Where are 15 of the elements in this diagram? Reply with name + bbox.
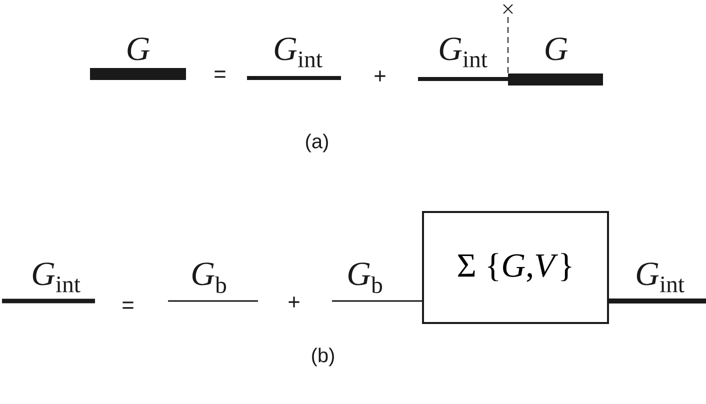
- formula-box: Σ {G,V}: [422, 211, 609, 324]
- line-label: G: [128, 38, 150, 60]
- line-label: G$_{b}$: [192, 262, 226, 294]
- line-label: G$_{b}$: [348, 262, 382, 294]
- line-label: G$_{int}$: [440, 38, 488, 68]
- line-label: G: [546, 38, 568, 60]
- panel-label: (a): [306, 134, 328, 152]
- panel-label: (b): [312, 348, 334, 366]
- line-label: G$_{int}$: [32, 262, 80, 292]
- plus-sign: +: [288, 296, 300, 308]
- line-label: G$_{int}$: [274, 38, 322, 68]
- line-label: G$_{int}$: [636, 262, 684, 292]
- equals-sign: =: [214, 70, 226, 78]
- plus-sign: +: [374, 70, 386, 82]
- equals-sign: =: [122, 302, 134, 309]
